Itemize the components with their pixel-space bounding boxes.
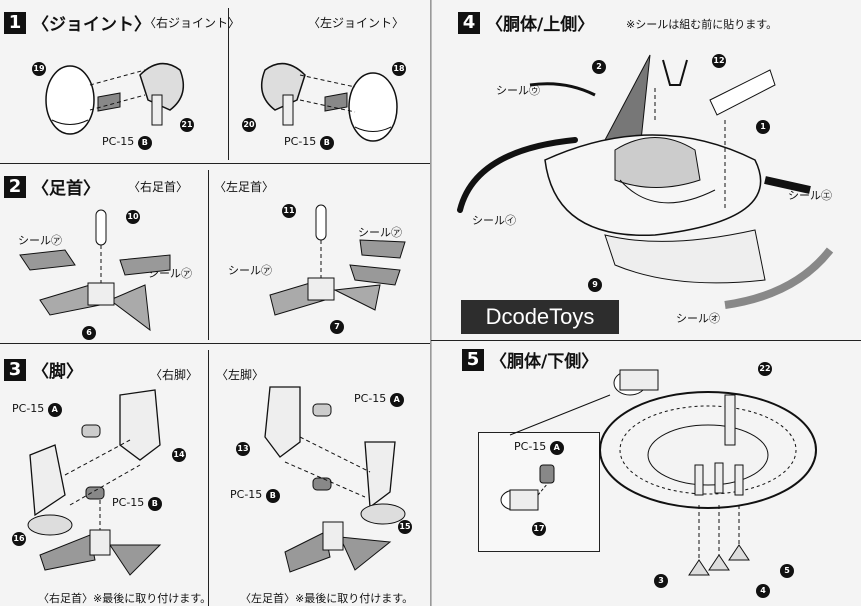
divider: [228, 8, 229, 160]
seal-u-label: シール㋒: [496, 84, 540, 97]
left-ankle-drawing: [269, 204, 406, 316]
left-joint-label: 〈左ジョイント〉: [308, 16, 405, 30]
page-fold: [430, 0, 431, 606]
right-ankle-label: 〈右足首〉: [128, 180, 189, 194]
part-number-19: 19: [32, 62, 46, 76]
step-3-header: 3 〈脚〉: [4, 357, 83, 382]
left-leg-label: 〈左脚〉: [216, 368, 265, 382]
left-ankle-note: 〈左足首〉※最後に取り付けます。: [240, 592, 414, 605]
watermark: DcodeToys: [461, 300, 619, 334]
divider: [208, 350, 209, 606]
part-number-6: 6: [82, 326, 96, 340]
part-number-18: 18: [392, 62, 406, 76]
seal-a-label: シール㋐: [228, 264, 272, 277]
section-divider: [431, 340, 861, 341]
step-5-header: 5 〈胴体/下側〉: [462, 347, 598, 372]
step-2-header: 2 〈足首〉: [4, 174, 100, 199]
part-number-14: 14: [172, 448, 186, 462]
pc15-label: PC-15 B: [112, 496, 162, 511]
part-number-11: 11: [282, 204, 296, 218]
seal-e-label: シール㋓: [788, 189, 832, 202]
part-number-2: 2: [592, 60, 606, 74]
section-divider: [0, 163, 430, 164]
step-title: 〈ジョイント〉: [32, 15, 151, 35]
step-number: 4: [458, 11, 480, 34]
part-number-22: 22: [758, 362, 772, 376]
left-leg-drawing: [264, 386, 406, 573]
part-number-4: 4: [756, 584, 770, 598]
step-1-header: 1 〈ジョイント〉: [4, 10, 151, 35]
section-divider: [0, 343, 430, 344]
seal-a-label: シール㋐: [18, 234, 62, 247]
step-title: 〈胴体/下側〉: [490, 352, 599, 372]
part-number-9: 9: [588, 278, 602, 292]
inset-drawing: [500, 464, 555, 511]
part-number-7: 7: [330, 320, 344, 334]
step-number: 2: [4, 175, 26, 198]
part-number-16: 16: [12, 532, 26, 546]
right-joint-label: 〈右ジョイント〉: [144, 16, 241, 30]
step-title: 〈足首〉: [32, 179, 100, 199]
right-joint-drawing: [45, 62, 185, 135]
part-number-5: 5: [780, 564, 794, 578]
part-number-15: 15: [398, 520, 412, 534]
right-ankle-note: 〈右足首〉※最後に取り付けます。: [38, 592, 212, 605]
step-title: 〈胴体/上側〉: [486, 15, 595, 35]
part-number-13: 13: [236, 442, 250, 456]
part-number-20: 20: [242, 118, 256, 132]
lower-body-drawing: [509, 369, 817, 576]
pc15-label: PC-15 A: [354, 392, 404, 407]
pc15-label: PC-15 B: [102, 135, 152, 150]
part-number-3: 3: [654, 574, 668, 588]
part-number-12: 12: [712, 54, 726, 68]
pc15-label: PC-15 A: [514, 440, 564, 455]
step-4-header: 4 〈胴体/上側〉: [458, 10, 594, 35]
seal-o-label: シール㋔: [676, 312, 720, 325]
upper-body-drawing: [457, 54, 834, 309]
step-title: 〈脚〉: [32, 362, 83, 382]
pc15-label: PC-15 A: [12, 402, 62, 417]
part-number-10: 10: [126, 210, 140, 224]
pc15-label: PC-15 B: [284, 135, 334, 150]
seal-a-label: シール㋐: [358, 226, 402, 239]
left-joint-drawing: [260, 62, 398, 142]
part-number-21: 21: [180, 118, 194, 132]
seal-note: ※シールは組む前に貼ります。: [626, 18, 778, 31]
left-ankle-label: 〈左足首〉: [214, 180, 275, 194]
right-leg-drawing: [27, 389, 162, 576]
step-number: 3: [4, 358, 26, 381]
step-number: 1: [4, 11, 26, 34]
divider: [208, 170, 209, 340]
seal-i-label: シール㋑: [472, 214, 516, 227]
right-leg-label: 〈右脚〉: [150, 368, 199, 382]
step-number: 5: [462, 348, 484, 371]
pc15-label: PC-15 B: [230, 488, 280, 503]
part-number-17: 17: [532, 522, 546, 536]
right-ankle-drawing: [19, 209, 171, 332]
part-number-1: 1: [756, 120, 770, 134]
